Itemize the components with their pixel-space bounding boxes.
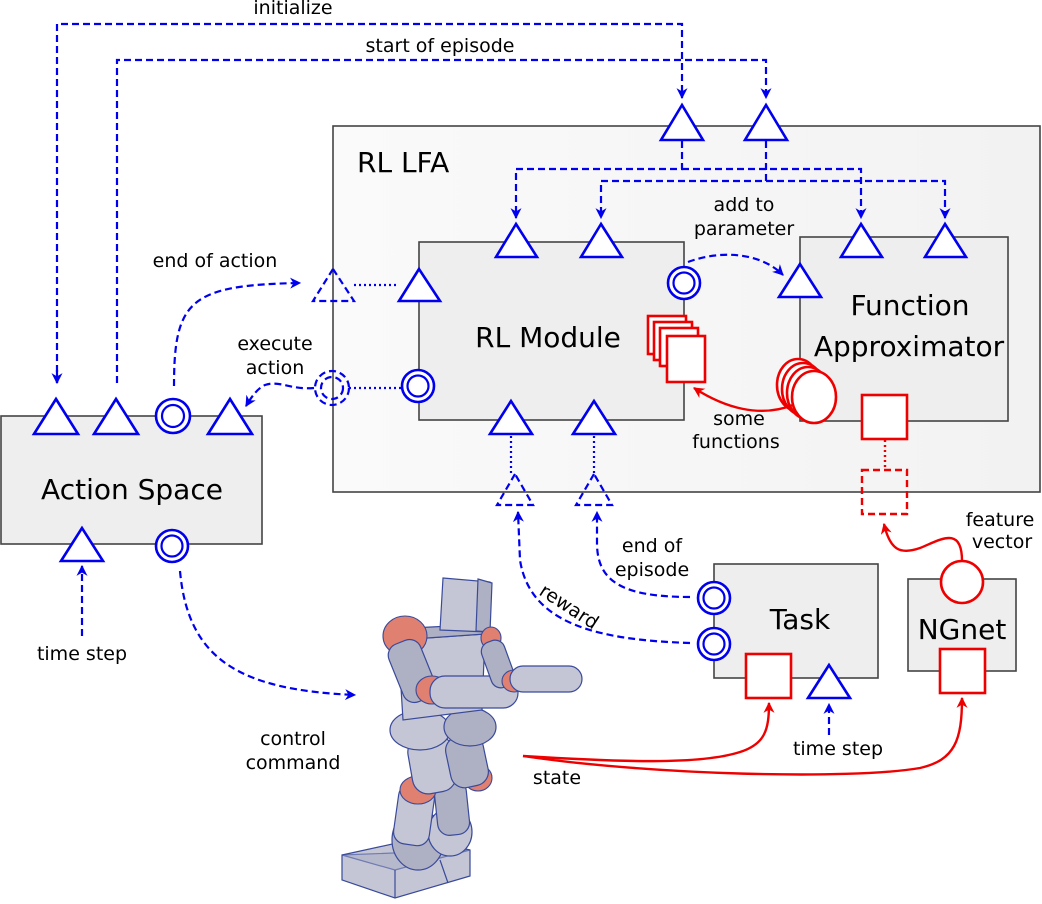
rl-module-label: RL Module [475, 321, 621, 354]
fa-functions-output-icon [775, 357, 838, 425]
ngnet-feature-vector-port-icon [939, 559, 985, 605]
rl-lfa-initialize-port-icon [658, 102, 706, 142]
start-of-episode-label: start of episode [366, 35, 515, 57]
ngnet-state-port-icon [938, 647, 987, 695]
action-space-start-episode-port-icon [91, 396, 141, 436]
some-functions-label-1: some [713, 408, 765, 430]
state-to-ngnet-connector [522, 696, 968, 776]
task-label: Task [769, 603, 831, 636]
control-command-label-2: command [246, 752, 341, 774]
rl-lfa-end-of-episode-export-icon [574, 471, 614, 507]
end-of-action-connector [172, 277, 302, 387]
initialize-connector: initialize [51, 0, 688, 385]
end-of-episode-label-2: episode [615, 559, 689, 581]
rl-lfa-reward-export-icon [495, 471, 535, 507]
time-step-right-label: time step [793, 738, 883, 760]
add-to-parameter-connector [687, 253, 784, 276]
rl-module-reward-port-icon [487, 398, 535, 436]
rl-module-functions-input-icon [646, 314, 707, 384]
task-state-port-icon [744, 652, 793, 700]
rl-module-end-of-episode-port-icon [570, 398, 618, 436]
rl-lfa-execute-action-export-icon [313, 369, 351, 407]
state-label: state [533, 767, 581, 789]
initialize-label: initialize [253, 0, 332, 19]
reward-connector [512, 510, 691, 645]
feature-vector-label-2: vector [972, 531, 1032, 553]
task-time-step-port-icon [805, 662, 853, 700]
action-space-label: Action Space [41, 473, 223, 506]
rl-lfa-title: RL LFA [357, 146, 449, 179]
action-space-execute-action-port-icon [205, 396, 255, 436]
some-functions-label-2: functions [692, 431, 780, 453]
task-reward-port-icon [696, 626, 732, 662]
fa-start-episode-port-icon [922, 221, 969, 259]
task-module: Task [713, 563, 879, 679]
rl-module-add-to-parameter-port-icon [666, 265, 702, 301]
rl-module-end-of-action-port-icon [396, 266, 443, 303]
function-approximator-label-1: Function [850, 289, 969, 322]
feature-vector-connector [880, 522, 964, 562]
task-end-of-episode-port-icon [696, 580, 732, 616]
rl-lfa-feature-vector-export-icon [860, 468, 909, 516]
control-command-label-1: control [260, 728, 326, 750]
start-of-episode-connector: start of episode [115, 35, 772, 383]
rl-lfa-start-episode-port-icon [742, 102, 790, 142]
rl-module-start-episode-port-icon [578, 221, 625, 259]
end-of-action-label: end of action [153, 250, 278, 272]
rl-module: RL Module [418, 241, 685, 421]
reward-label: reward [535, 580, 602, 634]
fa-add-to-parameter-port-icon [776, 261, 824, 299]
fa-initialize-port-icon [838, 221, 885, 259]
action-space-control-command-port-icon [154, 528, 190, 564]
inner-start-episode-fanout [595, 141, 951, 220]
function-approximator-label-2: Approximator [814, 330, 1005, 363]
action-space-module: Action Space [0, 415, 263, 545]
action-space-time-step-port-icon [58, 525, 106, 563]
execute-action-label-1: execute [237, 333, 312, 355]
rl-module-initialize-port-icon [493, 221, 540, 259]
end-of-episode-label-1: end of [622, 535, 683, 557]
ngnet-label: NGnet [918, 613, 1007, 646]
time-step-left-label: time step [37, 643, 127, 665]
action-space-initialize-port-icon [31, 396, 81, 436]
state-to-task-connector [522, 701, 775, 763]
inner-initialize-fanout [510, 141, 867, 220]
rl-lfa-end-of-action-export-icon [311, 266, 357, 303]
humanoid-robot-icon [341, 577, 583, 899]
add-to-parameter-label-2: parameter [694, 218, 794, 240]
execute-action-label-2: action [246, 357, 304, 379]
control-command-connector [178, 570, 357, 701]
some-functions-connector [693, 386, 794, 412]
execute-action-connector [245, 382, 315, 407]
rl-module-execute-action-port-icon [400, 368, 436, 404]
add-to-parameter-label-1: add to [714, 194, 775, 216]
end-of-episode-connector [591, 510, 691, 599]
fa-feature-vector-port-icon [860, 393, 909, 441]
action-space-end-of-action-port-icon [154, 397, 192, 435]
feature-vector-label-1: feature [966, 509, 1035, 531]
